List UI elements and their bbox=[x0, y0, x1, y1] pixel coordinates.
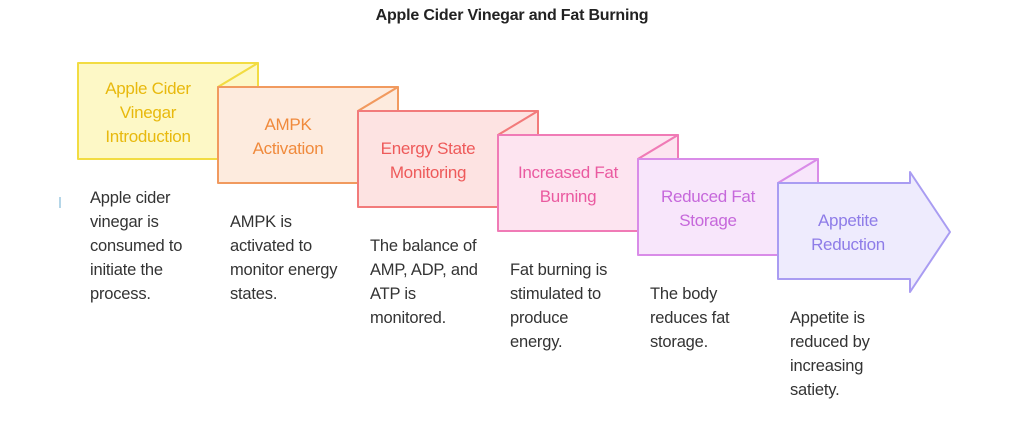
step-4-label: Increased Fat Burning bbox=[517, 163, 619, 206]
step-1-label: Apple Cider Vinegar Introduction bbox=[105, 79, 191, 146]
step-5-description: The body reduces fat storage. bbox=[650, 285, 730, 351]
step-1-description: Apple cider vinegar is consumed to initi… bbox=[90, 189, 183, 303]
step-2-description: AMPK is activated to monitor energy stat… bbox=[230, 213, 338, 303]
diagram-title: Apple Cider Vinegar and Fat Burning bbox=[375, 7, 649, 24]
step-2-label: AMPK Activation bbox=[252, 115, 324, 158]
step-4-description: Fat burning is stimulated to produce ene… bbox=[510, 261, 608, 351]
step-3-description: The balance of AMP, ADP, and ATP is moni… bbox=[370, 237, 478, 327]
step-6-arrow bbox=[777, 171, 951, 293]
step-3-label: Energy State Monitoring bbox=[380, 139, 476, 182]
step-5-label: Reduced Fat Storage bbox=[660, 187, 756, 230]
step-6-label: Appetite Reduction bbox=[811, 211, 885, 254]
step-6-description: Appetite is reduced by increasing satiet… bbox=[790, 309, 870, 399]
accent-tick bbox=[59, 197, 61, 208]
